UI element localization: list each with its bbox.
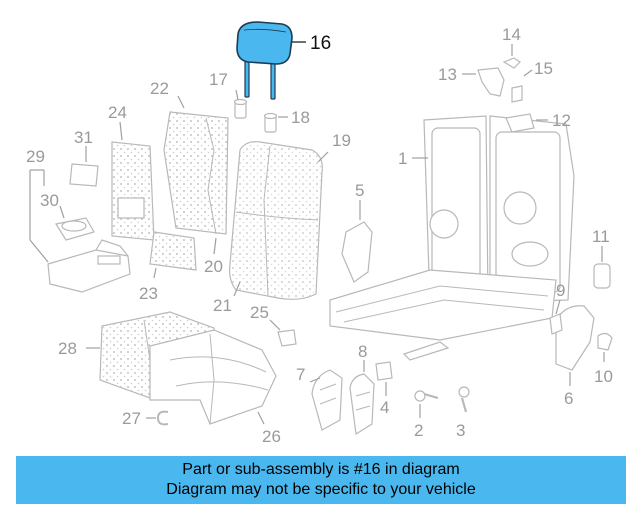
cover-part-7[interactable]: [311, 369, 343, 431]
callout-17[interactable]: 17: [209, 70, 228, 89]
clip-part-4[interactable]: [375, 361, 393, 381]
callout-26[interactable]: 26: [262, 427, 281, 446]
callout-14[interactable]: 14: [502, 25, 521, 44]
pad-part-15[interactable]: [511, 85, 523, 103]
cushion-cover-part-26[interactable]: [149, 329, 277, 425]
callout-6[interactable]: 6: [564, 389, 573, 408]
callout-1[interactable]: 1: [398, 149, 407, 168]
callout-27[interactable]: 27: [122, 409, 141, 428]
headrest-guide-part-18[interactable]: [263, 112, 278, 133]
callout-25[interactable]: 25: [250, 303, 269, 322]
banner-line-disclaimer: Diagram may not be specific to your vehi…: [166, 481, 476, 498]
callout-9[interactable]: 9: [556, 281, 565, 300]
hook-part-27[interactable]: [156, 410, 169, 426]
headrest-part-16[interactable]: [236, 21, 293, 100]
info-banner: Part or sub-assembly is #16 in diagram D…: [16, 456, 626, 504]
callout-21[interactable]: 21: [213, 296, 232, 315]
banner-line-part-info: Part or sub-assembly is #16 in diagram: [182, 461, 460, 478]
callout-16[interactable]: 16: [310, 33, 331, 54]
callout-18[interactable]: 18: [291, 108, 310, 127]
armrest-part-29[interactable]: [47, 239, 131, 293]
callout-29[interactable]: 29: [26, 147, 45, 166]
release-handle-part-11[interactable]: [593, 263, 611, 289]
cap-part-14[interactable]: [502, 57, 521, 69]
bolt-part-2[interactable]: [414, 390, 439, 402]
callout-2[interactable]: 2: [414, 421, 423, 440]
callout-4[interactable]: 4: [380, 398, 389, 417]
seatback-cover-part-19[interactable]: [229, 141, 323, 300]
callout-7[interactable]: 7: [296, 365, 305, 384]
callout-13[interactable]: 13: [438, 65, 457, 84]
seat-frame-part-1[interactable]: [329, 115, 575, 361]
cap-part-10[interactable]: [597, 332, 613, 351]
back-panel-part-24[interactable]: [111, 141, 155, 241]
callout-15[interactable]: 15: [534, 59, 553, 78]
callout-23[interactable]: 23: [139, 284, 158, 303]
bolt-part-3[interactable]: [458, 386, 470, 413]
lower-pad-part-23[interactable]: [149, 231, 197, 271]
callout-19[interactable]: 19: [332, 131, 351, 150]
callout-12[interactable]: 12: [552, 111, 571, 130]
callout-20[interactable]: 20: [204, 257, 223, 276]
headrest-guide-part-17[interactable]: [233, 98, 248, 119]
seatback-pad-part-22[interactable]: [163, 111, 229, 235]
callout-3[interactable]: 3: [456, 421, 465, 440]
side-cover-part-6[interactable]: [555, 305, 595, 371]
bracket-part-13[interactable]: [477, 67, 505, 97]
latch-part-12[interactable]: [505, 113, 535, 133]
clip-part-25[interactable]: [277, 329, 297, 347]
callout-10[interactable]: 10: [594, 367, 613, 386]
callout-24[interactable]: 24: [108, 103, 127, 122]
callout-22[interactable]: 22: [150, 79, 169, 98]
cup-holder-part-30[interactable]: [55, 217, 95, 241]
cover-part-8[interactable]: [349, 373, 375, 436]
callout-28[interactable]: 28: [58, 339, 77, 358]
knob-part-9[interactable]: [549, 313, 563, 335]
callout-8[interactable]: 8: [358, 342, 367, 361]
callout-31[interactable]: 31: [74, 128, 93, 147]
callout-30[interactable]: 30: [40, 191, 59, 210]
label-part-31[interactable]: [69, 163, 99, 187]
callout-5[interactable]: 5: [355, 181, 364, 200]
parts-diagram: 16 17 18 22 19 20 21 24: [26, 21, 613, 446]
bracket-part-5[interactable]: [341, 221, 373, 283]
callout-11[interactable]: 11: [592, 227, 610, 246]
